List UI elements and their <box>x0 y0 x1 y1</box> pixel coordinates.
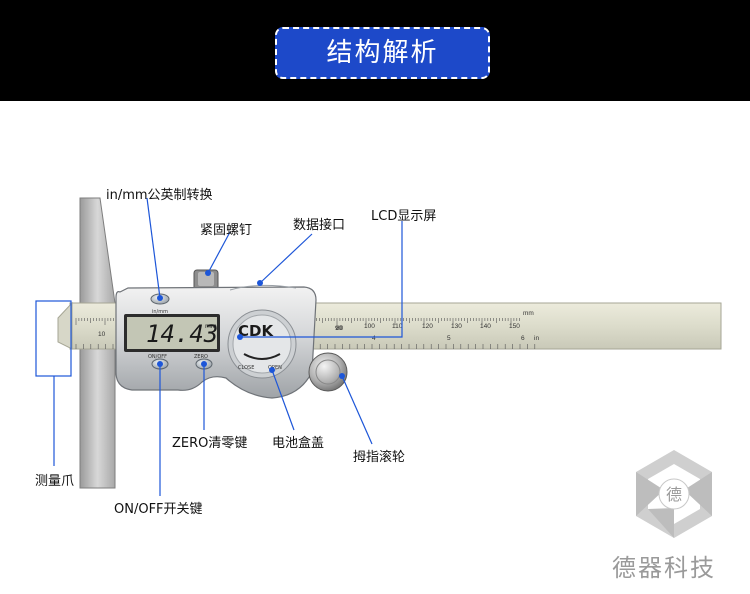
zero-key-label: ZERO <box>194 354 208 360</box>
callout-lcd-screen: LCD显示屏 <box>371 209 437 224</box>
battery-cover[interactable]: CDK CLOSE OPEN <box>227 309 297 379</box>
leader-data-port <box>259 233 313 284</box>
ruler-label-90: 90 <box>335 325 343 332</box>
ruler-label-150: 150 <box>509 323 520 330</box>
dial-close-label: CLOSE <box>238 365 254 371</box>
leader-battery <box>271 369 295 431</box>
leader-lock-screw <box>207 231 231 274</box>
ruler-in-4: 4 <box>372 335 376 342</box>
ruler-label-110: 110 <box>392 323 403 330</box>
watermark-logo-char: 德 <box>666 485 682 504</box>
leader-dots <box>157 270 345 379</box>
ruler-label-130: 130 <box>451 323 462 330</box>
page-title: 结构解析 <box>275 27 490 79</box>
ruler-unit-in: in <box>534 335 539 342</box>
leader-lcd <box>240 221 403 338</box>
watermark-logo: 德 <box>636 450 712 538</box>
leader-lines <box>53 197 403 496</box>
ruler-label-100: 100 <box>364 323 375 330</box>
callout-zero-key: ZERO清零键 <box>172 436 248 451</box>
callout-battery-cover: 电池盒盖 <box>272 436 325 451</box>
callout-measuring-jaw: 测量爪 <box>35 474 75 489</box>
watermark-text: 德器科技 <box>612 554 716 582</box>
ruler-unit-mm: mm <box>523 310 534 317</box>
brand-logo: CDK <box>238 322 274 340</box>
ruler-label-10: 10 <box>98 331 106 338</box>
callout-data-port: 数据接口 <box>293 218 346 233</box>
leader-unit-switch <box>146 197 161 299</box>
lcd-unit: mm <box>205 323 217 330</box>
ruler-labels: 10 80 90 100 110 120 130 140 150 mm 4 5 … <box>98 310 539 342</box>
lcd-value: 14.43 <box>146 320 218 348</box>
dial-open-label: OPEN <box>268 365 282 371</box>
ruler-label-140: 140 <box>480 323 491 330</box>
ruler-in-5: 5 <box>447 335 451 342</box>
onoff-key-label: ON/OFF <box>148 354 167 360</box>
unit-switch-label: in/mm <box>152 309 168 315</box>
lock-screw[interactable] <box>193 269 219 291</box>
callout-onoff-key: ON/OFF开关键 <box>114 502 203 517</box>
thumb-roller[interactable] <box>308 352 348 392</box>
callout-thumb-roller: 拇指滚轮 <box>353 450 406 465</box>
ruler-in-6: 6 <box>521 335 525 342</box>
lcd-screen: 14.43 mm <box>124 314 220 352</box>
ruler-label-80: 80 <box>336 325 344 332</box>
ruler-label-120: 120 <box>422 323 433 330</box>
callout-lock-screw: 紧固螺钉 <box>200 223 253 238</box>
header-banner: 结构解析 <box>0 0 750 101</box>
callout-unit-switch: in/mm公英制转换 <box>106 188 213 203</box>
leader-roller <box>341 375 373 445</box>
